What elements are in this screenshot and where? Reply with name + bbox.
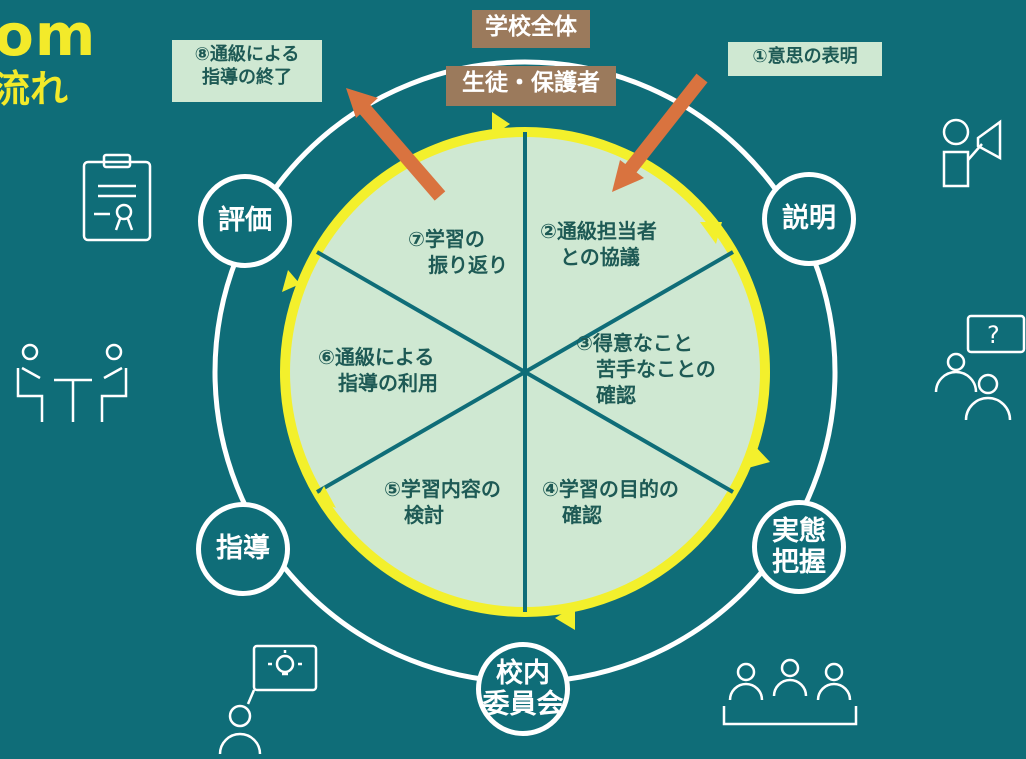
- title-english-fragment: om: [0, 1, 97, 69]
- segment-label-3: ③得意なこと 苦手なことの 確認: [576, 331, 716, 407]
- segment-2: [525, 137, 729, 372]
- node-explanation: 説明: [762, 172, 856, 266]
- segment-label-5: ⑤学習内容の 検討: [384, 477, 501, 527]
- arrowhead-right-bottom: [748, 445, 770, 468]
- meeting-group-icon: [722, 658, 858, 726]
- segment-3: [525, 254, 760, 490]
- megaphone-speaker-icon: [942, 118, 1002, 188]
- certificate-icon: [82, 153, 152, 242]
- arrowhead-top-left: [492, 112, 510, 136]
- pie-segments: [290, 137, 760, 607]
- arrowhead-left-top: [282, 270, 300, 292]
- node-evaluation: 評価: [198, 174, 292, 268]
- segment-dividers: [316, 132, 734, 612]
- consultation-icon: [16, 343, 128, 422]
- segment-7: [321, 137, 525, 372]
- node-committee: 校内 委員会: [476, 642, 570, 736]
- arrowhead-right-top: [700, 222, 722, 244]
- arrowhead-left-bottom: [316, 486, 336, 508]
- yellow-arrowheads: [282, 112, 770, 630]
- segment-6: [290, 254, 525, 490]
- segment-5: [321, 372, 525, 607]
- segment-label-6: ⑥通級による 指導の利用: [318, 345, 438, 395]
- question-person-icon: ?: [934, 314, 1026, 421]
- arrowhead-bottom: [555, 606, 575, 630]
- note-end-of-guidance: ⑧通級による 指導の終了: [172, 40, 322, 102]
- node-guidance: 指導: [196, 502, 290, 596]
- segment-label-2: ②通級担当者 との協議: [540, 219, 657, 269]
- title-japanese-fragment: 流れ: [0, 67, 69, 111]
- segment-label-4: ④学習の目的の 確認: [542, 477, 679, 527]
- svg-text:?: ?: [987, 321, 1000, 349]
- tag-school-all: 学校全体: [472, 10, 590, 48]
- end-arrow: [346, 88, 446, 201]
- intent-arrow: [612, 73, 708, 192]
- note-intent: ①意思の表明: [728, 42, 882, 76]
- node-assessment: 実態 把握: [752, 500, 846, 594]
- segment-4: [525, 372, 729, 607]
- idea-person-icon: [218, 644, 318, 755]
- tag-students-parents: 生徒・保護者: [446, 66, 616, 106]
- segment-label-7: ⑦学習の 振り返り: [408, 227, 508, 277]
